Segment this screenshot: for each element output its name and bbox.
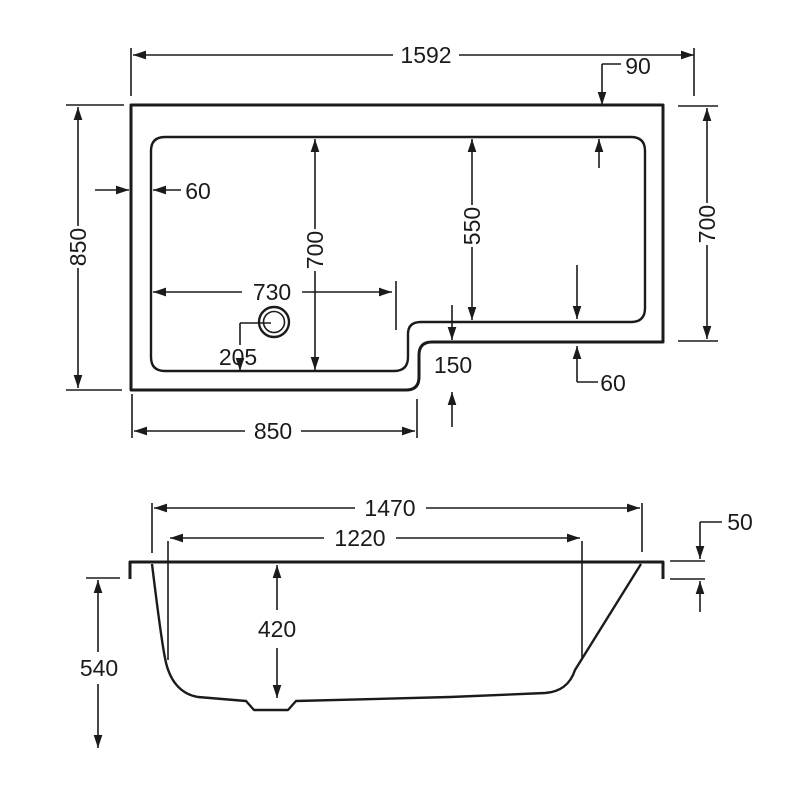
dim-overall-height: 540 bbox=[80, 577, 120, 748]
side-rim-line bbox=[128, 560, 665, 579]
dim-overall-width-right: 700 bbox=[678, 105, 720, 342]
dim-overall-height-label: 540 bbox=[80, 655, 118, 681]
dim-inner-width-left-label: 700 bbox=[302, 231, 328, 269]
dim-bottom-edge-length-label: 850 bbox=[254, 418, 292, 444]
dim-left-wall: 60 bbox=[95, 178, 211, 204]
dim-inner-width-right-label: 550 bbox=[459, 207, 485, 245]
dim-rim-lip-drop-label: 50 bbox=[727, 509, 753, 535]
dim-step-offset: 150 bbox=[434, 305, 472, 427]
dim-rim-lip-drop: 50 bbox=[670, 509, 753, 612]
dim-waste-from-wall-label: 730 bbox=[253, 279, 291, 305]
dim-bottom-edge-length: 850 bbox=[131, 394, 418, 444]
dim-inner-depth: 420 bbox=[258, 565, 296, 698]
drain-outer-circle bbox=[257, 305, 291, 339]
dim-inner-depth-label: 420 bbox=[258, 616, 296, 642]
dim-left-wall-label: 60 bbox=[185, 178, 211, 204]
dim-right-rim-inset: 90 bbox=[594, 53, 651, 168]
plan-inner-outline bbox=[149, 135, 647, 373]
dim-inner-base-length-label: 1220 bbox=[334, 525, 385, 551]
dim-inner-top-length-label: 1470 bbox=[364, 495, 415, 521]
drain-inner-circle bbox=[262, 310, 286, 334]
dim-inner-top-length: 1470 bbox=[151, 495, 643, 553]
dim-waste-offset-label: 205 bbox=[219, 344, 257, 370]
dim-overall-width-left: 850 bbox=[65, 104, 124, 391]
plan-outer-outline bbox=[129, 103, 665, 392]
dim-overall-length: 1592 bbox=[130, 42, 695, 96]
side-profile bbox=[150, 563, 643, 712]
dim-step-offset-label: 150 bbox=[434, 352, 472, 378]
dim-inner-base-length: 1220 bbox=[167, 525, 583, 660]
dim-right-bottom-wall-label: 60 bbox=[600, 370, 626, 396]
dim-overall-width-right-label: 700 bbox=[694, 205, 720, 243]
dim-waste-from-wall: 730 bbox=[153, 279, 397, 330]
plan-view: 1592 90 850 60 700 bbox=[65, 42, 720, 444]
side-view: 1470 1220 50 420 bbox=[80, 495, 753, 748]
dim-overall-width-left-label: 850 bbox=[65, 228, 91, 266]
dim-inner-width-right: 550 bbox=[459, 139, 485, 320]
dim-overall-length-label: 1592 bbox=[400, 42, 451, 68]
dim-inner-width-left: 700 bbox=[302, 139, 328, 370]
dim-waste-offset: 205 bbox=[219, 322, 271, 371]
dim-right-rim-inset-label: 90 bbox=[625, 53, 651, 79]
dim-right-bottom-wall: 60 bbox=[572, 265, 626, 396]
